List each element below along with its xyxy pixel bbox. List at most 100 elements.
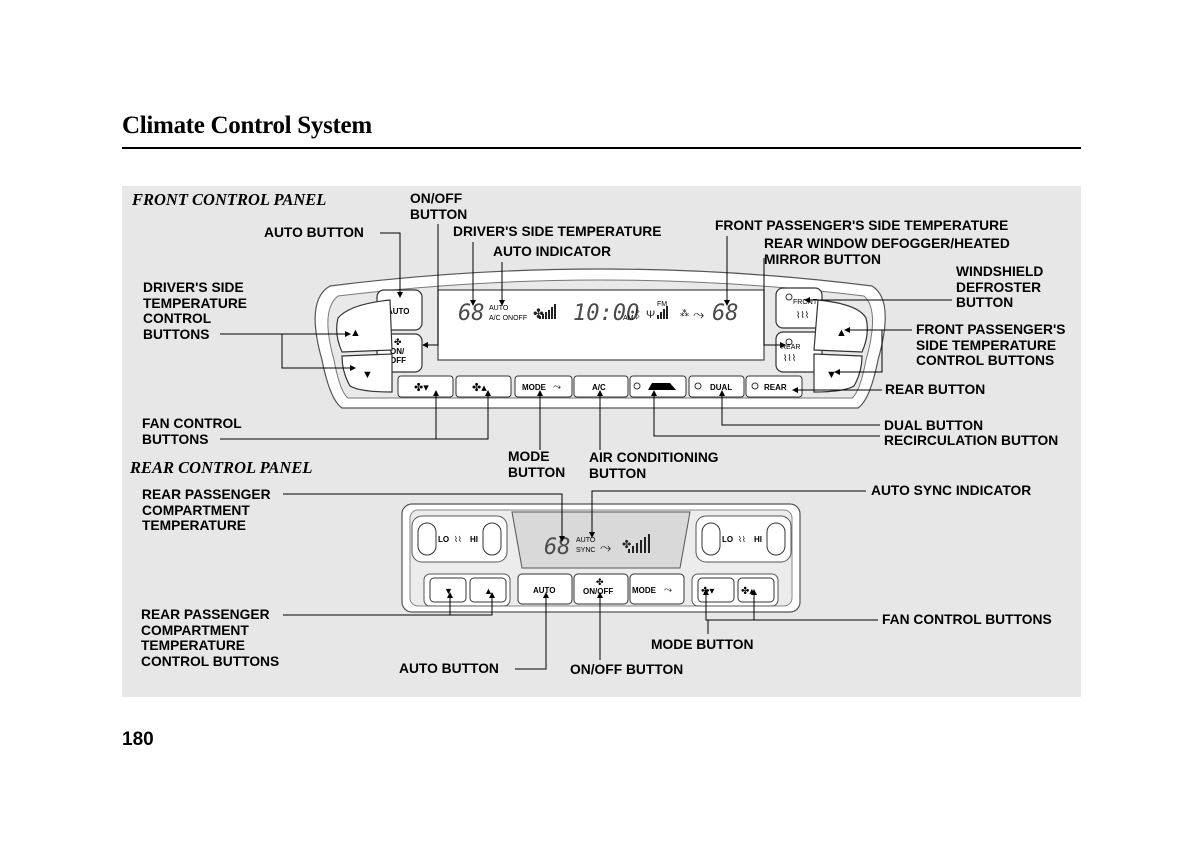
page-title: Climate Control System bbox=[122, 112, 372, 139]
dual-label: DUAL bbox=[710, 383, 732, 392]
fan-icon: ✤ bbox=[596, 577, 604, 587]
on-label: ON/ bbox=[390, 347, 405, 356]
bluetooth-icon: ᛒ bbox=[634, 307, 641, 321]
hi-label: HI bbox=[754, 535, 762, 544]
label-mode-button-front: MODE BUTTON bbox=[508, 449, 566, 480]
down-arrow-icon: ▼ bbox=[362, 369, 373, 381]
right-seat-heater-panel bbox=[695, 515, 792, 563]
rear-button[interactable] bbox=[745, 375, 803, 398]
label-rear-passenger-compartment-temp: REAR PASSENGER COMPARTMENT TEMPERATURE bbox=[142, 487, 271, 533]
auto-button-front-label: AUTO bbox=[387, 307, 410, 316]
leader-lines bbox=[220, 224, 952, 670]
driver-temp-up-button[interactable] bbox=[336, 299, 393, 353]
up-arrow-icon: ▲ bbox=[350, 327, 361, 339]
fan-icon: ✤ bbox=[394, 337, 402, 347]
fan-up-icon: ✤▴ bbox=[472, 382, 487, 394]
fan-up-button-front[interactable] bbox=[455, 375, 512, 398]
left-seat-heater-panel bbox=[411, 515, 508, 563]
rear-control-panel-heading: REAR CONTROL PANEL bbox=[130, 458, 313, 477]
windshield-defroster-button[interactable] bbox=[775, 287, 823, 329]
right-seat-heater-hi-button[interactable] bbox=[766, 522, 786, 556]
rear-label: REAR bbox=[764, 383, 787, 392]
label-rear-button: REAR BUTTON bbox=[885, 382, 986, 397]
seat-heater-icon: ⌇⌇ bbox=[454, 535, 462, 544]
clock-display: 10:00 bbox=[573, 301, 639, 326]
arrowheads bbox=[345, 292, 850, 598]
label-fan-control-buttons-front: FAN CONTROL BUTTONS bbox=[142, 416, 242, 447]
driver-temp-down-button[interactable] bbox=[341, 353, 393, 393]
rear-small-label: REAR bbox=[781, 344, 800, 351]
fm-display: FM bbox=[657, 301, 667, 308]
label-drivers-temp-controls: DRIVER'S SIDE TEMPERATURE CONTROL BUTTON… bbox=[143, 280, 247, 342]
label-front-passenger-temp-controls: FRONT PASSENGER'S SIDE TEMPERATURE CONTR… bbox=[916, 322, 1066, 368]
lo-label: LO bbox=[722, 535, 733, 544]
down-arrow-icon: ▼ bbox=[444, 586, 453, 596]
am-display: AM bbox=[623, 315, 634, 322]
sync-display: SYNC bbox=[576, 547, 595, 554]
rear-temp-down-button[interactable] bbox=[429, 577, 467, 603]
up-arrow-icon: ▲ bbox=[836, 327, 847, 339]
left-seat-heater-hi-button[interactable] bbox=[482, 522, 502, 556]
antenna-icon: Ψ bbox=[646, 309, 655, 321]
rear-mode-label: MODE bbox=[632, 586, 657, 595]
fan-down-button-front[interactable] bbox=[397, 375, 454, 398]
label-auto-sync-indicator: AUTO SYNC INDICATOR bbox=[871, 483, 1032, 498]
rear-temp-display: 68 bbox=[544, 535, 571, 560]
ac-button[interactable] bbox=[573, 375, 629, 398]
label-recirculation-button: RECIRCULATION BUTTON bbox=[884, 433, 1059, 448]
signal-bars-icon bbox=[657, 306, 668, 319]
label-on-off-button-rear: ON/OFF BUTTON bbox=[570, 662, 684, 677]
hi-label: HI bbox=[470, 535, 478, 544]
mode-label: MODE bbox=[522, 383, 547, 392]
rear-fan-icon: ✤ bbox=[622, 539, 631, 551]
fan-down-icon: ✤▾ bbox=[414, 382, 429, 394]
label-drivers-side-temperature: DRIVER'S SIDE TEMPERATURE bbox=[453, 224, 662, 239]
left-seat-heater-lo-button[interactable] bbox=[417, 522, 437, 556]
lo-label: LO bbox=[438, 535, 449, 544]
fan-level-bars-icon bbox=[539, 304, 556, 319]
label-auto-button-rear: AUTO BUTTON bbox=[399, 661, 499, 676]
label-front-passenger-side-temperature: FRONT PASSENGER'S SIDE TEMPERATURE bbox=[715, 218, 1009, 233]
label-air-conditioning-button: AIR CONDITIONING BUTTON bbox=[589, 450, 719, 481]
label-mode-button-rear: MODE BUTTON bbox=[651, 637, 754, 652]
label-rear-window-defogger: REAR WINDOW DEFOGGER/HEATED MIRROR BUTTO… bbox=[764, 236, 1010, 267]
page-number: 180 bbox=[122, 729, 154, 750]
fan-up-icon: ✤▴ bbox=[741, 586, 754, 597]
rear-auto-label: AUTO bbox=[533, 586, 556, 595]
passenger-temp-up-button[interactable] bbox=[813, 299, 868, 353]
front-control-panel: 68 AUTO A/C ONOFF ✤ 10:00 AM ᛒ Ψ FM ⁂ ⤳ … bbox=[314, 268, 886, 409]
seat-heater-icon: ⌇⌇ bbox=[738, 535, 746, 544]
rear-airflow-icon: ⤳ bbox=[600, 539, 611, 555]
rear-fan-up-button[interactable] bbox=[737, 577, 775, 603]
rear-fan-down-button[interactable] bbox=[697, 577, 735, 603]
fan-display-icon: ✤ bbox=[533, 306, 544, 321]
dual-button[interactable] bbox=[688, 375, 745, 398]
airflow-icon: ⤳ bbox=[664, 585, 672, 596]
car-recirculation-icon bbox=[648, 383, 676, 390]
front-control-panel-heading: FRONT CONTROL PANEL bbox=[132, 190, 327, 209]
mode-button-front[interactable] bbox=[514, 375, 573, 398]
mode-button-rear[interactable] bbox=[629, 573, 685, 605]
rear-temp-up-button[interactable] bbox=[469, 577, 507, 603]
rear-auto-display: AUTO bbox=[576, 537, 596, 544]
rear-control-panel: 68 AUTO SYNC ⤳ ✤ LO ⌇⌇ HI LO ⌇⌇ HI ▼ ▲ A… bbox=[401, 503, 801, 613]
passenger-temp-display: 68 bbox=[712, 301, 739, 326]
rear-on-off-label: ON/OFF bbox=[583, 587, 613, 596]
auto-button-rear[interactable] bbox=[517, 573, 573, 605]
label-auto-indicator: AUTO INDICATOR bbox=[493, 244, 612, 259]
title-rule bbox=[122, 147, 1081, 149]
on-off-button-rear[interactable] bbox=[573, 573, 629, 605]
label-windshield-defroster: WINDSHIELD DEFROSTER BUTTON bbox=[956, 264, 1044, 310]
defrost-display-icon: ⁂ bbox=[680, 308, 689, 318]
right-seat-heater-lo-button[interactable] bbox=[701, 522, 721, 556]
airflow-display-icon: ⤳ bbox=[693, 306, 704, 322]
label-rear-passenger-temp-controls: REAR PASSENGER COMPARTMENT TEMPERATURE C… bbox=[141, 607, 280, 669]
label-fan-control-buttons-rear: FAN CONTROL BUTTONS bbox=[882, 612, 1052, 627]
rear-fan-bars-icon bbox=[628, 534, 650, 553]
off-label: OFF bbox=[390, 356, 406, 365]
rear-defrost-icon: ⌇⌇⌇ bbox=[783, 353, 796, 363]
label-dual-button: DUAL BUTTON bbox=[884, 418, 984, 433]
label-auto-button-front: AUTO BUTTON bbox=[264, 225, 364, 240]
label-on-off-button-front: ON/OFF BUTTON bbox=[410, 191, 468, 222]
